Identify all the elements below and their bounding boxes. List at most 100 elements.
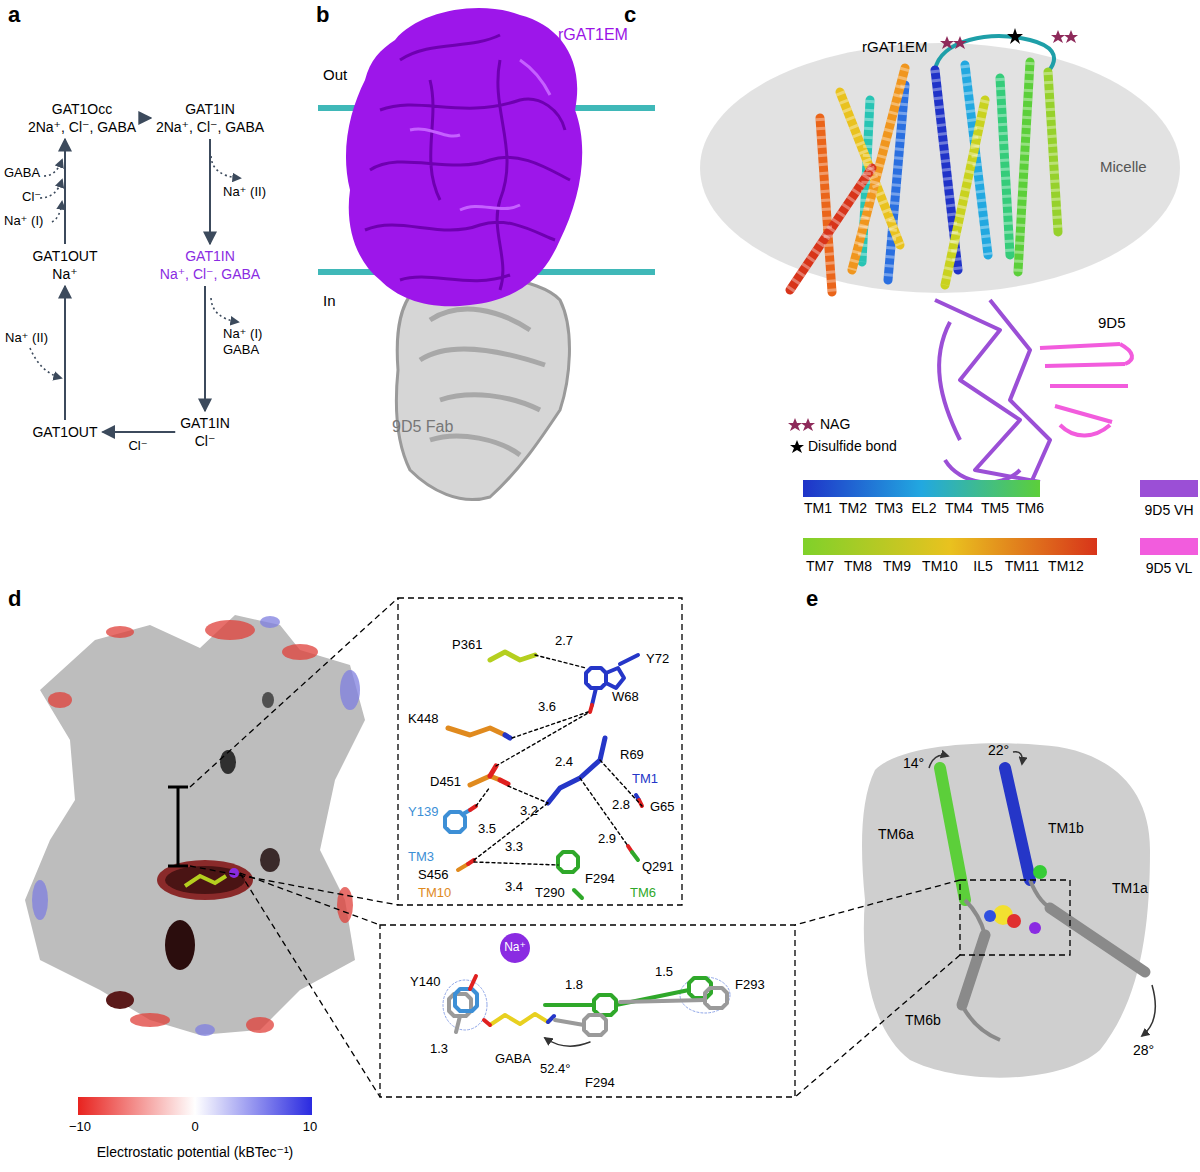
label-text: 9D5 Fab [392, 418, 453, 436]
label-text: 52.4° [540, 1062, 571, 1077]
label-text: 0 [191, 1120, 198, 1135]
inset-residues [445, 652, 642, 898]
label-text: rGAT1EM [558, 26, 628, 44]
label-text: G65 [650, 800, 675, 815]
label-text: P361 [452, 638, 482, 653]
label-text: d [8, 586, 21, 611]
label-text: 2.7 [555, 634, 573, 649]
label-text: TM6a [878, 826, 914, 842]
label-text: GABA [495, 1052, 531, 1067]
label-text: TM4 [945, 500, 973, 516]
label-text: rGAT1EM [862, 38, 928, 55]
cycle-arrow [204, 286, 206, 411]
state-node: GAT1Occ2Na⁺, Cl⁻, GABA [26, 100, 138, 136]
label-text: TM1a [1112, 880, 1148, 896]
label-text: Y72 [646, 652, 669, 667]
label-text: F294 [585, 872, 615, 887]
label-text: TM5 [981, 500, 1009, 516]
label-text: T290 [535, 886, 565, 901]
label-text: K448 [408, 712, 438, 727]
label-text: TM1 [632, 772, 658, 787]
label-text: TM12 [1048, 558, 1084, 574]
label-text: EL2 [912, 500, 937, 516]
label-text: 3.6 [538, 700, 556, 715]
label-text: TM8 [844, 558, 872, 574]
label-text: F294 [585, 1076, 615, 1091]
label-text: TM1b [1048, 820, 1084, 836]
label-text: 14° [903, 755, 924, 771]
cycle-arrow [64, 286, 66, 420]
label-text: TM6 [1016, 500, 1044, 516]
state-node: GAT1INCl⁻ [178, 414, 232, 450]
label-text: 1.3 [430, 1042, 448, 1057]
label-text: 1.8 [565, 978, 583, 993]
state-contents: Cl⁻ [180, 432, 230, 450]
cycle-arrow [209, 139, 211, 244]
label-text: 2.8 [612, 798, 630, 813]
label-text: TM10 [418, 886, 451, 901]
label-text: 3.2 [520, 804, 538, 819]
label-text: 28° [1133, 1042, 1154, 1058]
label-text: c [624, 2, 636, 27]
state-contents: 2Na⁺, Cl⁻, GABA [156, 118, 264, 136]
label-text: Y139 [408, 805, 438, 820]
label-text: 2.9 [598, 832, 616, 847]
state-node: GAT1OUTNa⁺ [30, 247, 99, 283]
label-text: 3.4 [505, 880, 523, 895]
inset-gaba-site [443, 933, 730, 1046]
label-text: TM6b [905, 1012, 941, 1028]
label-text: TM3 [408, 850, 434, 865]
state-node: GAT1OUT [30, 423, 99, 441]
state-contents: Na⁺, Cl⁻, GABA [160, 265, 260, 283]
label-text: Y140 [410, 975, 440, 990]
legend-text: 9D5 VH [1144, 502, 1193, 518]
cycle-arrow [64, 139, 66, 244]
label-text: D451 [430, 775, 461, 790]
state-name: GAT1OUT [32, 247, 97, 265]
legend-swatch [1140, 480, 1198, 497]
label-text: TM11 [1005, 558, 1040, 574]
label-text: Q291 [642, 860, 674, 875]
label-text: TM10 [922, 558, 958, 574]
panel-d-surface [25, 598, 795, 1115]
edge-label: Na⁺ (I) GABA [222, 326, 282, 358]
label-text: Na⁺ (I) [4, 214, 43, 229]
label-text: Micelle [1100, 158, 1147, 175]
label-text: TM9 [883, 558, 911, 574]
edge-label: Na⁺ (II) [4, 330, 49, 346]
label-text: 2.4 [555, 755, 573, 770]
panel-e-surface [795, 743, 1155, 1097]
state-name: GAT1Occ [28, 100, 136, 118]
state-node: GAT1INNa⁺, Cl⁻, GABA [158, 247, 262, 283]
legend-text: NAG [820, 416, 850, 432]
label-text: TM1 [804, 500, 832, 516]
label-text: −10 [69, 1120, 91, 1135]
label-text: TM2 [839, 500, 867, 516]
state-contents: Na⁺ [32, 265, 97, 283]
state-name: GAT1IN [160, 247, 260, 265]
label-text: W68 [612, 690, 639, 705]
state-contents: 2Na⁺, Cl⁻, GABA [28, 118, 136, 136]
state-name: GAT1OUT [32, 423, 97, 441]
legend-text: 9D5 VL [1146, 560, 1193, 576]
label-text: Electrostatic potential (kBTec⁻¹) [97, 1144, 293, 1160]
state-name: GAT1IN [156, 100, 264, 118]
label-text: Na⁺ [504, 941, 526, 955]
panel-b-map [318, 8, 655, 499]
label-text: Cl⁻ [22, 190, 41, 205]
label-text: 9D5 [1098, 314, 1126, 331]
label-text: F293 [735, 978, 765, 993]
label-text: TM7 [806, 558, 834, 574]
label-text: S456 [418, 868, 448, 883]
label-text: IL5 [973, 558, 992, 574]
state-name: GAT1IN [180, 414, 230, 432]
label-text: Out [323, 66, 347, 83]
cycle-arrow [103, 431, 176, 433]
label-text: 1.5 [655, 965, 673, 980]
legend-swatch [1140, 538, 1198, 555]
state-node: GAT1IN2Na⁺, Cl⁻, GABA [154, 100, 266, 136]
label-text: TM3 [875, 500, 903, 516]
label-text: GABA [4, 166, 40, 181]
